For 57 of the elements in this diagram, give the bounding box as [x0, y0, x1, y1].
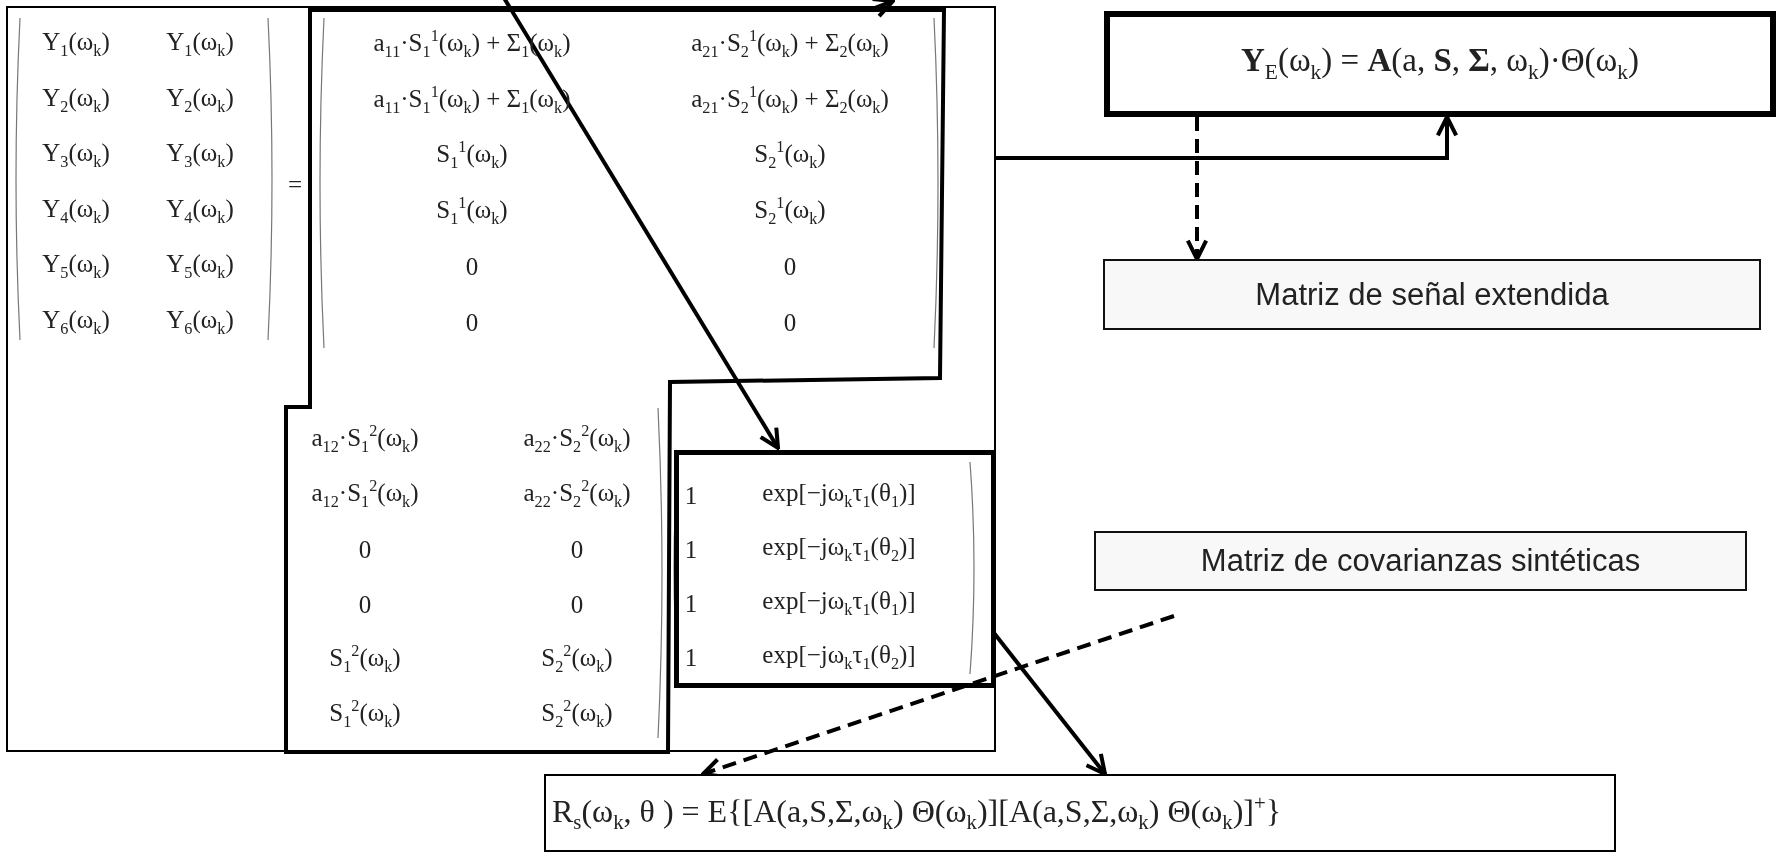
box-label: Matriz de señal extendida [1255, 276, 1609, 313]
panel-box [6, 6, 996, 752]
equation-text: Y$_{E}$(ω$_{k}$) = A(a, S, Σ, ω$_{k}$)·Θ(ω$_{k}$) [1240, 44, 1640, 84]
matrix-entry: 1 [684, 536, 698, 562]
matrix-entry: 0 [358, 591, 372, 617]
matrix-entry: S$_{2}$$^{2}$(ω$_{k}$) [541, 698, 613, 730]
arrow [1185, 117, 1209, 261]
label-box [1094, 531, 1747, 591]
matrix-entry: Y$_{6}$(ω$_{k}$) [42, 306, 110, 338]
matrix-entry: Y$_{3}$(ω$_{k}$) [166, 140, 234, 171]
box-label: Matriz de covarianzas sintéticas [1200, 543, 1641, 579]
matrix-entry: 1 [684, 482, 698, 508]
matrix-entry: Y$_{4}$(ω$_{k}$) [42, 195, 110, 226]
matrix-entry: 1 [684, 644, 698, 670]
matrix-entry: exp[−jω$_{k}$τ$_{1}$(θ$_{1}$)] [762, 479, 916, 511]
equation-box [1104, 11, 1776, 117]
matrix-highlight [286, 10, 944, 752]
matrix-entry: a$_{12}$·S$_{1}$$^{2}$(ω$_{k}$) [311, 478, 419, 510]
matrix-entry: 0 [570, 536, 584, 562]
matrix-highlight [674, 450, 996, 688]
matrix-entry: 0 [465, 253, 479, 279]
matrix-entry: exp[−jω$_{k}$τ$_{1}$(θ$_{2}$)] [762, 533, 916, 565]
matrix-entry: S$_{1}$$^{2}$(ω$_{k}$) [329, 643, 401, 675]
matrix-entry: exp[−jω$_{k}$τ$_{1}$(θ$_{1}$)] [762, 587, 916, 619]
matrix-entry: S$_{1}$$^{2}$(ω$_{k}$) [329, 698, 401, 730]
matrix-entry: Y$_{1}$(ω$_{k}$) [166, 28, 234, 60]
equation-text: R$_{s}$(ω$_{k}$, θ ) = E{[A(a,S,Σ,ω$_{k}$) Θ(ω$_{k}$)][A(a,S,Σ,ω$_{k}$) Θ(ω$_{k}$)]$^{+}$} [551, 793, 1282, 833]
matrix-entry: Y$_{2}$(ω$_{k}$) [166, 84, 234, 115]
matrix-entry: Y$_{2}$(ω$_{k}$) [42, 84, 110, 115]
matrix-entry: Y$_{1}$(ω$_{k}$) [42, 28, 110, 60]
matrix-entry: Y$_{4}$(ω$_{k}$) [166, 195, 234, 226]
matrix-entry: S$_{2}$$^{1}$(ω$_{k}$) [754, 195, 826, 227]
arrow [996, 115, 1459, 160]
matrix-entry: 0 [570, 591, 584, 617]
matrix-entry: exp[−jω$_{k}$τ$_{1}$(θ$_{2}$)] [762, 641, 916, 673]
matrix-entry: Y$_{5}$(ω$_{k}$) [42, 251, 110, 282]
matrix-entry: Y$_{3}$(ω$_{k}$) [42, 140, 110, 171]
matrix-entry: S$_{1}$$^{1}$(ω$_{k}$) [436, 139, 508, 171]
matrix-entry: S$_{2}$$^{2}$(ω$_{k}$) [541, 643, 613, 675]
matrix-entry: a$_{11}$·S$_{1}$$^{1}$(ω$_{k}$) + Σ$_{1}$(ω$_{k}$) [373, 83, 571, 116]
matrix-entry: S$_{2}$$^{1}$(ω$_{k}$) [754, 139, 826, 171]
matrix-entry: Y$_{5}$(ω$_{k}$) [166, 251, 234, 282]
matrix-entry: 1 [684, 590, 698, 616]
matrix-entry: 0 [465, 309, 479, 335]
matrix-entry: S$_{1}$$^{1}$(ω$_{k}$) [436, 195, 508, 227]
matrix-entry: a$_{22}$·S$_{2}$$^{2}$(ω$_{k}$) [523, 478, 631, 510]
equals-sign: = [287, 171, 303, 197]
matrix-entry: Y$_{6}$(ω$_{k}$) [166, 306, 234, 338]
matrix-entry: a$_{21}$·S$_{2}$$^{1}$(ω$_{k}$) + Σ$_{2}$(ω$_{k}$) [691, 83, 889, 116]
equation-box [544, 774, 1616, 852]
matrix-entry: a$_{12}$·S$_{1}$$^{2}$(ω$_{k}$) [311, 423, 419, 455]
matrix-entry: 0 [783, 253, 797, 279]
matrix-entry: a$_{22}$·S$_{2}$$^{2}$(ω$_{k}$) [523, 423, 631, 455]
matrix-entry: a$_{21}$·S$_{2}$$^{1}$(ω$_{k}$) + Σ$_{2}$(ω$_{k}$) [691, 28, 889, 60]
matrix-entry: 0 [358, 536, 372, 562]
label-box [1103, 259, 1761, 330]
matrix-entry: 0 [783, 309, 797, 335]
